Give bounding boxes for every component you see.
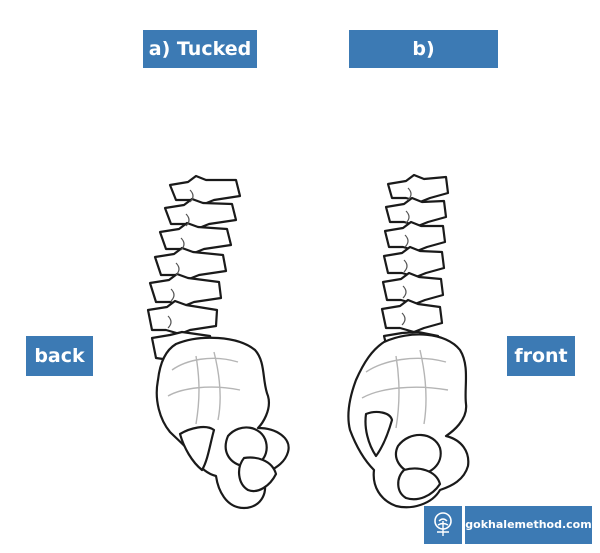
tucked-spine-pelvis <box>146 174 290 510</box>
label-anteverted: b) Anteverted <box>349 30 498 98</box>
label-back: back <box>26 336 93 376</box>
tree-logo-icon <box>424 506 462 544</box>
tucked-pelvis <box>155 336 290 510</box>
anteverted-spine-pelvis <box>347 173 470 509</box>
anteverted-vertebrae <box>380 173 450 356</box>
label-front: front <box>507 336 575 376</box>
gokhalemethod-logo[interactable]: gokhalemethod.com <box>424 505 592 545</box>
logo-text: gokhalemethod.com <box>465 506 592 544</box>
label-tucked: a) Tucked <box>143 30 257 68</box>
tucked-vertebrae <box>146 174 242 362</box>
anteverted-pelvis <box>347 333 470 509</box>
